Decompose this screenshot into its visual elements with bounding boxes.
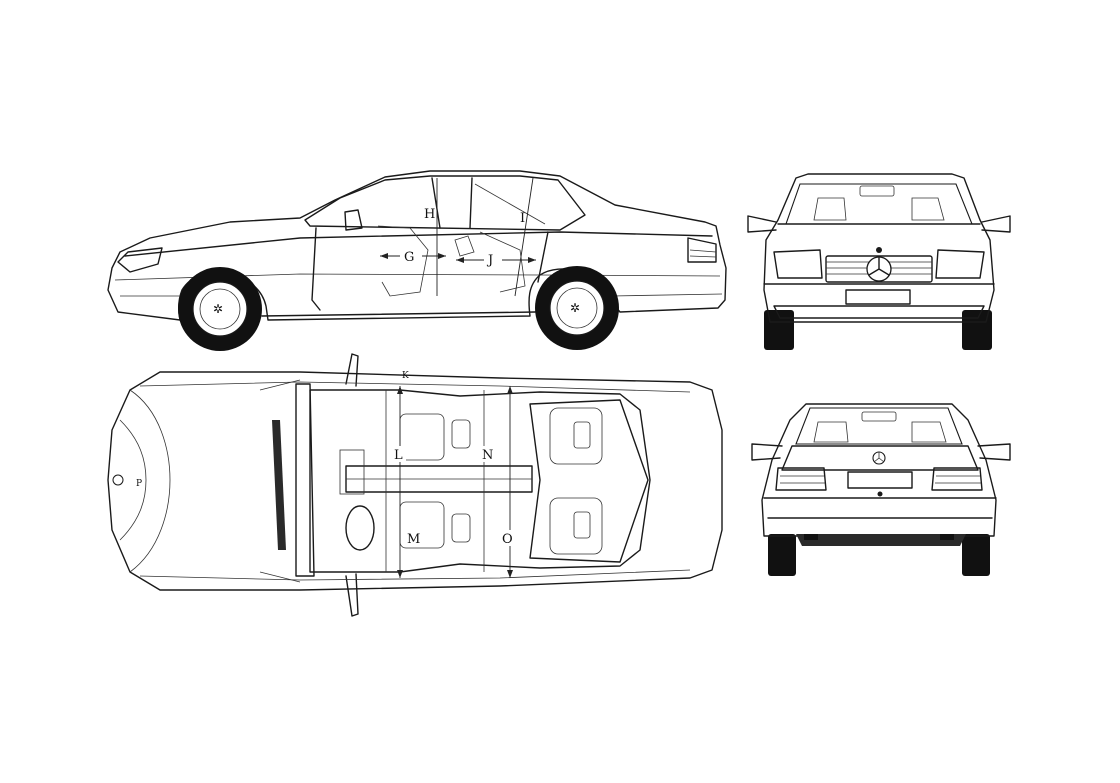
top-body-outline [107, 371, 723, 591]
label-i: I [520, 211, 525, 226]
side-view: H I G J ✲ ✲ [107, 170, 727, 351]
front-body-outline [763, 173, 995, 323]
rear-body-outline [761, 403, 997, 537]
side-front-wheel: ✲ [178, 267, 262, 351]
svg-text:✲: ✲ [570, 301, 580, 315]
label-n: N [482, 448, 493, 463]
label-j: J [486, 253, 493, 268]
label-g: G [404, 250, 414, 265]
svg-text:✲: ✲ [213, 302, 223, 316]
rear-view [751, 403, 1011, 576]
label-p: P [136, 479, 142, 489]
side-body-outline [107, 170, 727, 321]
label-l: L [394, 448, 403, 463]
label-k: K [402, 371, 409, 381]
side-rear-wheel: ✲ [535, 266, 619, 350]
label-o: O [502, 532, 513, 547]
front-view [747, 173, 1011, 350]
label-h: H [424, 207, 435, 222]
top-view: L N M O K P [107, 353, 723, 617]
label-m: M [407, 532, 420, 547]
side-window-frame [304, 175, 586, 231]
